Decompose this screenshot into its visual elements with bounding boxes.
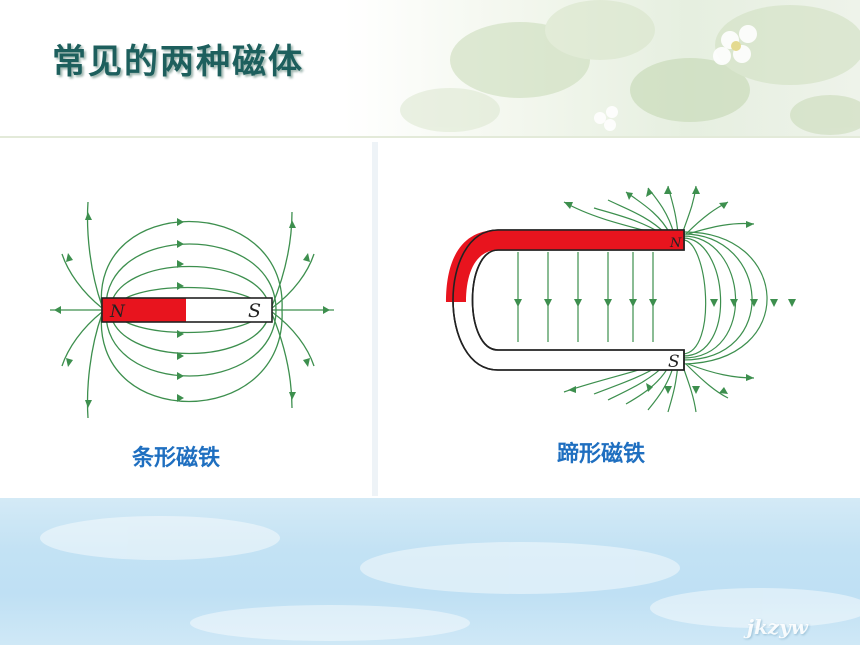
horseshoe-magnet-panel: N S	[378, 142, 860, 496]
leaf-decoration-icon	[0, 0, 860, 138]
north-pole-label: N	[109, 302, 126, 322]
horseshoe-magnet-caption: 蹄形磁铁	[557, 442, 646, 467]
south-pole-block	[186, 298, 272, 322]
south-pole-label: S	[668, 352, 680, 372]
north-arm	[446, 230, 684, 302]
slide-footer: jkzyw	[0, 498, 860, 645]
north-pole-label: N	[669, 236, 682, 251]
watermark-logo: jkzyw	[746, 615, 808, 639]
page-title: 常见的两种磁体	[52, 42, 304, 82]
bar-magnet-diagram: N S	[50, 201, 334, 419]
bar-magnet-caption: 条形磁铁	[132, 446, 221, 471]
bar-magnet-panel: N S	[2, 142, 372, 496]
horseshoe-magnet-diagram: N S	[446, 185, 796, 413]
sky-decoration-icon	[40, 516, 860, 641]
slide-header: 常见的两种磁体	[0, 0, 860, 138]
panel-divider	[372, 142, 378, 496]
north-pole-block	[102, 298, 186, 322]
south-pole-label: S	[248, 300, 261, 322]
